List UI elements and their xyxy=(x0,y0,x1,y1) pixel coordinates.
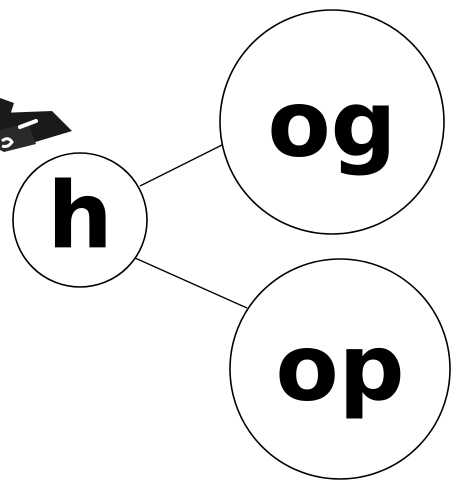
connector-line-op xyxy=(134,257,248,309)
branch-node-og-label: og xyxy=(267,71,396,178)
branch-node-og: og xyxy=(219,9,445,235)
branch-node-op-label: op xyxy=(275,315,404,422)
center-node: h xyxy=(12,152,148,288)
letter-cards-icon xyxy=(0,98,72,152)
branch-node-op: op xyxy=(229,258,451,480)
connector-line-og xyxy=(139,141,229,187)
center-node-label: h xyxy=(47,163,113,270)
